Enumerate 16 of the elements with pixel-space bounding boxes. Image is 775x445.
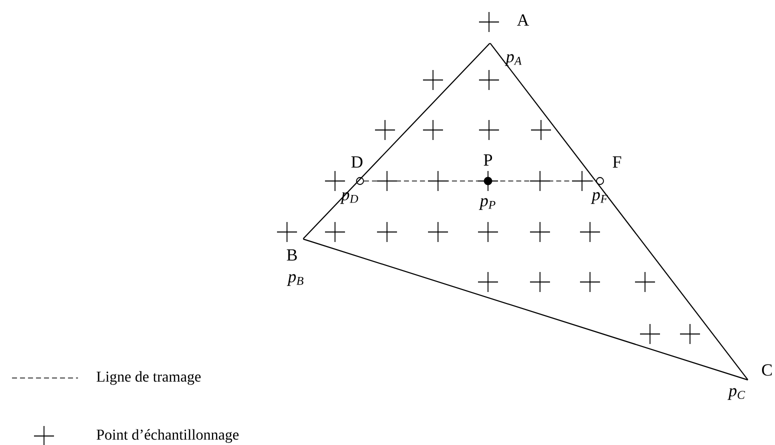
point-letter: P (484, 154, 492, 166)
point-letter: A (517, 14, 530, 26)
point-letter: F (612, 156, 622, 168)
triangle-side (302, 42, 490, 240)
legend-label: Ligne de tramage (96, 371, 201, 385)
point-value-label: p$_{P}$ (478, 198, 496, 210)
triangle-side (490, 42, 748, 380)
point-letter: B (286, 249, 297, 261)
point-letter: D (351, 156, 362, 168)
point-value-label: p$_{C}$ (728, 388, 746, 400)
filled-point (484, 176, 492, 186)
open-point (596, 177, 604, 185)
point-letter: C (762, 364, 772, 376)
triangle-side (303, 238, 748, 380)
legend-label: Point d’échantillonnage (96, 429, 239, 443)
point-value-label: p$_{B}$ (286, 274, 304, 286)
